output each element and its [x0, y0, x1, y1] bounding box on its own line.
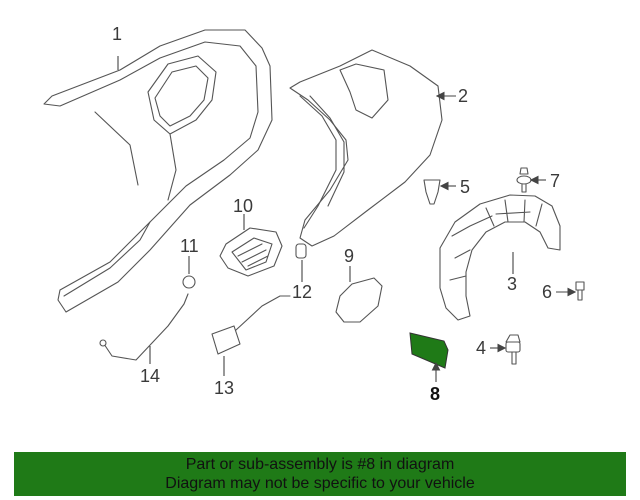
callout-6: 6 — [542, 282, 552, 302]
callout-10: 10 — [233, 196, 253, 216]
part-1-quarter-panel[interactable] — [43, 29, 273, 313]
part-4-bolt[interactable] — [505, 334, 521, 365]
part-12-stop[interactable] — [295, 243, 307, 259]
part-13-actuator[interactable] — [211, 295, 291, 355]
part-5-clip[interactable] — [423, 179, 441, 205]
part-8-shape — [409, 332, 449, 369]
callout-1: 1 — [112, 24, 122, 44]
callout-9: 9 — [344, 246, 354, 266]
part-2-inner-panel[interactable] — [289, 49, 443, 247]
callout-13: 13 — [214, 378, 234, 398]
info-banner: Part or sub-assembly is #8 in diagram Di… — [14, 452, 626, 496]
part-11-grommet[interactable] — [182, 275, 196, 289]
part-14-release-cable[interactable] — [99, 293, 189, 361]
part-10-filler-housing[interactable] — [219, 227, 283, 277]
banner-line-2: Diagram may not be specific to your vehi… — [165, 475, 475, 492]
callout-3: 3 — [507, 274, 517, 294]
callout-11: 11 — [180, 236, 199, 256]
part-6-screw[interactable] — [575, 281, 585, 301]
part-7-push-clip[interactable] — [516, 167, 532, 193]
part-9-fuel-door[interactable] — [335, 277, 383, 323]
callout-8: 8 — [430, 384, 440, 404]
leader-lines — [117, 56, 577, 382]
callout-7: 7 — [550, 171, 560, 191]
callout-5: 5 — [460, 177, 470, 197]
callout-2: 2 — [458, 86, 468, 106]
callout-12: 12 — [292, 282, 312, 302]
parts-diagram: 1 2 3 4 5 6 7 8 9 10 11 12 13 14 — [43, 24, 585, 404]
part-8-highlighted[interactable] — [409, 332, 449, 369]
banner-line-1: Part or sub-assembly is #8 in diagram — [185, 456, 455, 473]
part-3-wheelhouse-liner[interactable] — [439, 194, 561, 321]
callout-4: 4 — [476, 338, 486, 358]
callout-14: 14 — [140, 366, 160, 386]
